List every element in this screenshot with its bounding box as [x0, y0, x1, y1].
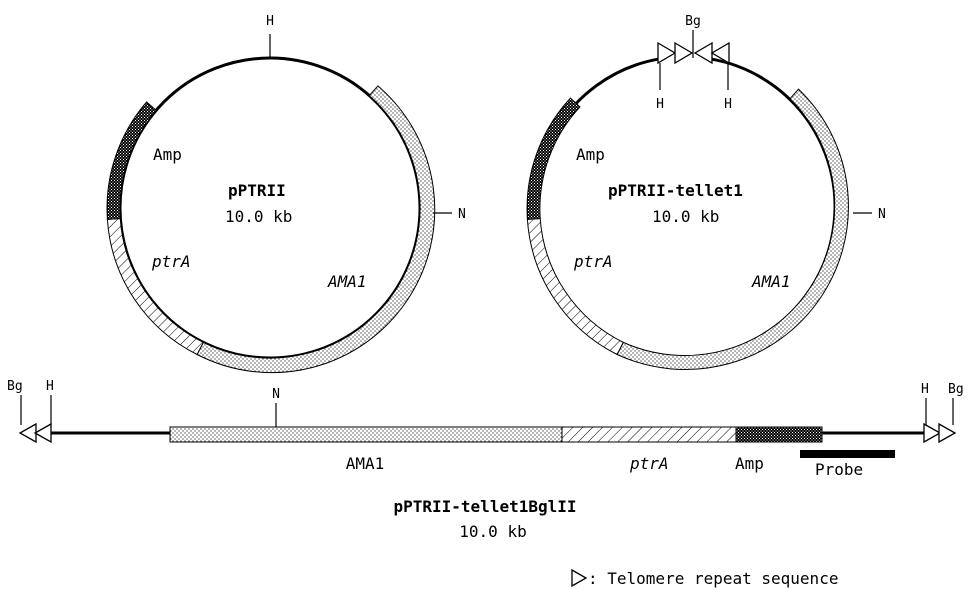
plasmid1-name: pPTRII — [228, 181, 286, 200]
plasmid2: Bg H H N Amp pPTRII-tellet1 10.0 kb ptrA… — [526, 14, 886, 371]
plasmid1-amp-label: Amp — [153, 145, 182, 164]
linear-bg-left-label: Bg — [7, 379, 23, 394]
linear-ptrA-label: ptrA — [629, 454, 669, 473]
plasmid1-ptrA-label: ptrA — [151, 252, 191, 271]
telomere-repeat-icon — [571, 568, 588, 588]
linear-bg-right-label: Bg — [948, 382, 964, 397]
plasmid2-name: pPTRII-tellet1 — [608, 181, 743, 200]
plasmid2-size: 10.0 kb — [652, 207, 719, 226]
linear-telomere-repeat — [923, 422, 942, 444]
legend: : Telomere repeat sequence — [571, 568, 838, 588]
linear-telomere-repeat — [18, 422, 37, 444]
linear-h-left-label: H — [46, 379, 54, 394]
linear-telomere-repeat — [938, 422, 957, 444]
plasmid2-h-right-label: H — [724, 97, 732, 112]
plasmid1-ptrA-segment — [106, 217, 204, 356]
plasmid1-amp-segment — [106, 101, 158, 220]
linear-ama1-segment — [169, 426, 563, 443]
linear-ama1-label: AMA1 — [346, 454, 385, 473]
plasmid1-size: 10.0 kb — [225, 207, 292, 226]
linear-size: 10.0 kb — [459, 522, 526, 541]
linear-telomere-repeat — [33, 422, 52, 444]
linear-amp-label: Amp — [735, 454, 764, 473]
plasmid1: H N Amp pPTRII 10.0 kb ptrA AMA1 — [106, 14, 466, 374]
plasmid2-n-label: N — [878, 207, 886, 222]
linear-amp-segment — [735, 426, 823, 443]
plasmid1-h-label: H — [266, 14, 274, 29]
plasmid2-telomere-repeat — [657, 41, 677, 65]
plasmid2-telomere-repeat — [693, 41, 713, 65]
plasmid2-bg-label: Bg — [685, 14, 701, 29]
plasmid1-n-label: N — [458, 207, 466, 222]
plasmid2-telomere-repeat — [710, 41, 730, 65]
plasmid2-h-left-label: H — [656, 97, 664, 112]
plasmid2-amp-label: Amp — [576, 145, 605, 164]
linear-h-right-label: H — [921, 382, 929, 397]
plasmid2-ama1-segment — [616, 88, 849, 371]
plasmid1-ama1-label: AMA1 — [327, 272, 367, 291]
linear-ptrA-segment — [561, 426, 737, 443]
plasmid2-ptrA-segment — [526, 217, 624, 356]
linear-probe-label: Probe — [815, 460, 863, 479]
plasmid2-telomere-repeat — [674, 41, 694, 65]
plasmid2-amp-segment — [526, 97, 581, 220]
plasmid2-ptrA-label: ptrA — [573, 252, 613, 271]
plasmid1-ama1-segment — [196, 85, 436, 374]
plasmid2-ama1-label: AMA1 — [751, 272, 791, 291]
linear-probe-bar — [800, 450, 895, 458]
legend-text: : Telomere repeat sequence — [588, 569, 838, 588]
linear-name: pPTRII-tellet1BglII — [393, 497, 576, 516]
linear-n-label: N — [272, 387, 280, 402]
linear-map: Bg H N H Bg AMA1 ptrA Amp Probe pPTRII-t… — [7, 379, 964, 541]
